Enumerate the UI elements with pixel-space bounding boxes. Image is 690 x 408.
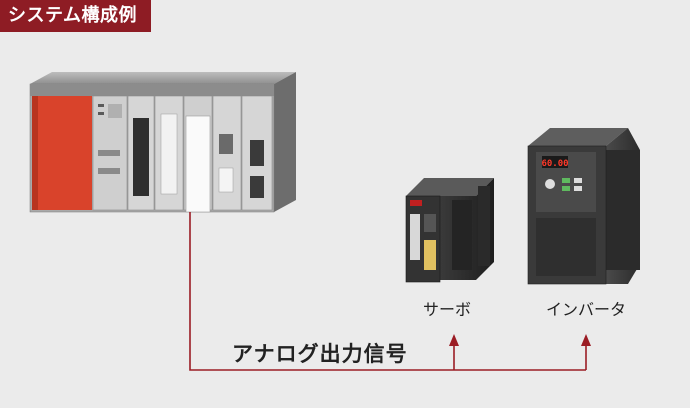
inverter-display [542, 156, 568, 168]
inverter-display-text: 60.00 [541, 159, 568, 169]
plc-power-module [32, 96, 92, 210]
servo-label: サーボ [423, 300, 472, 319]
inverter: 60.00 [527, 128, 640, 285]
inverter-label: インバータ [546, 300, 627, 319]
inverter-arrow-icon [581, 334, 591, 346]
inverter-dial-icon [545, 179, 555, 189]
servo-arrow-icon [449, 334, 459, 346]
diagram-title: システム構成例 [0, 0, 151, 32]
analog-output-signal-label: アナログ出力信号 [232, 342, 408, 366]
analog-signal-wiring [189, 212, 587, 371]
plc-terminal-block [185, 115, 211, 213]
servo-amplifier [405, 178, 494, 283]
plc-rack [29, 72, 296, 213]
